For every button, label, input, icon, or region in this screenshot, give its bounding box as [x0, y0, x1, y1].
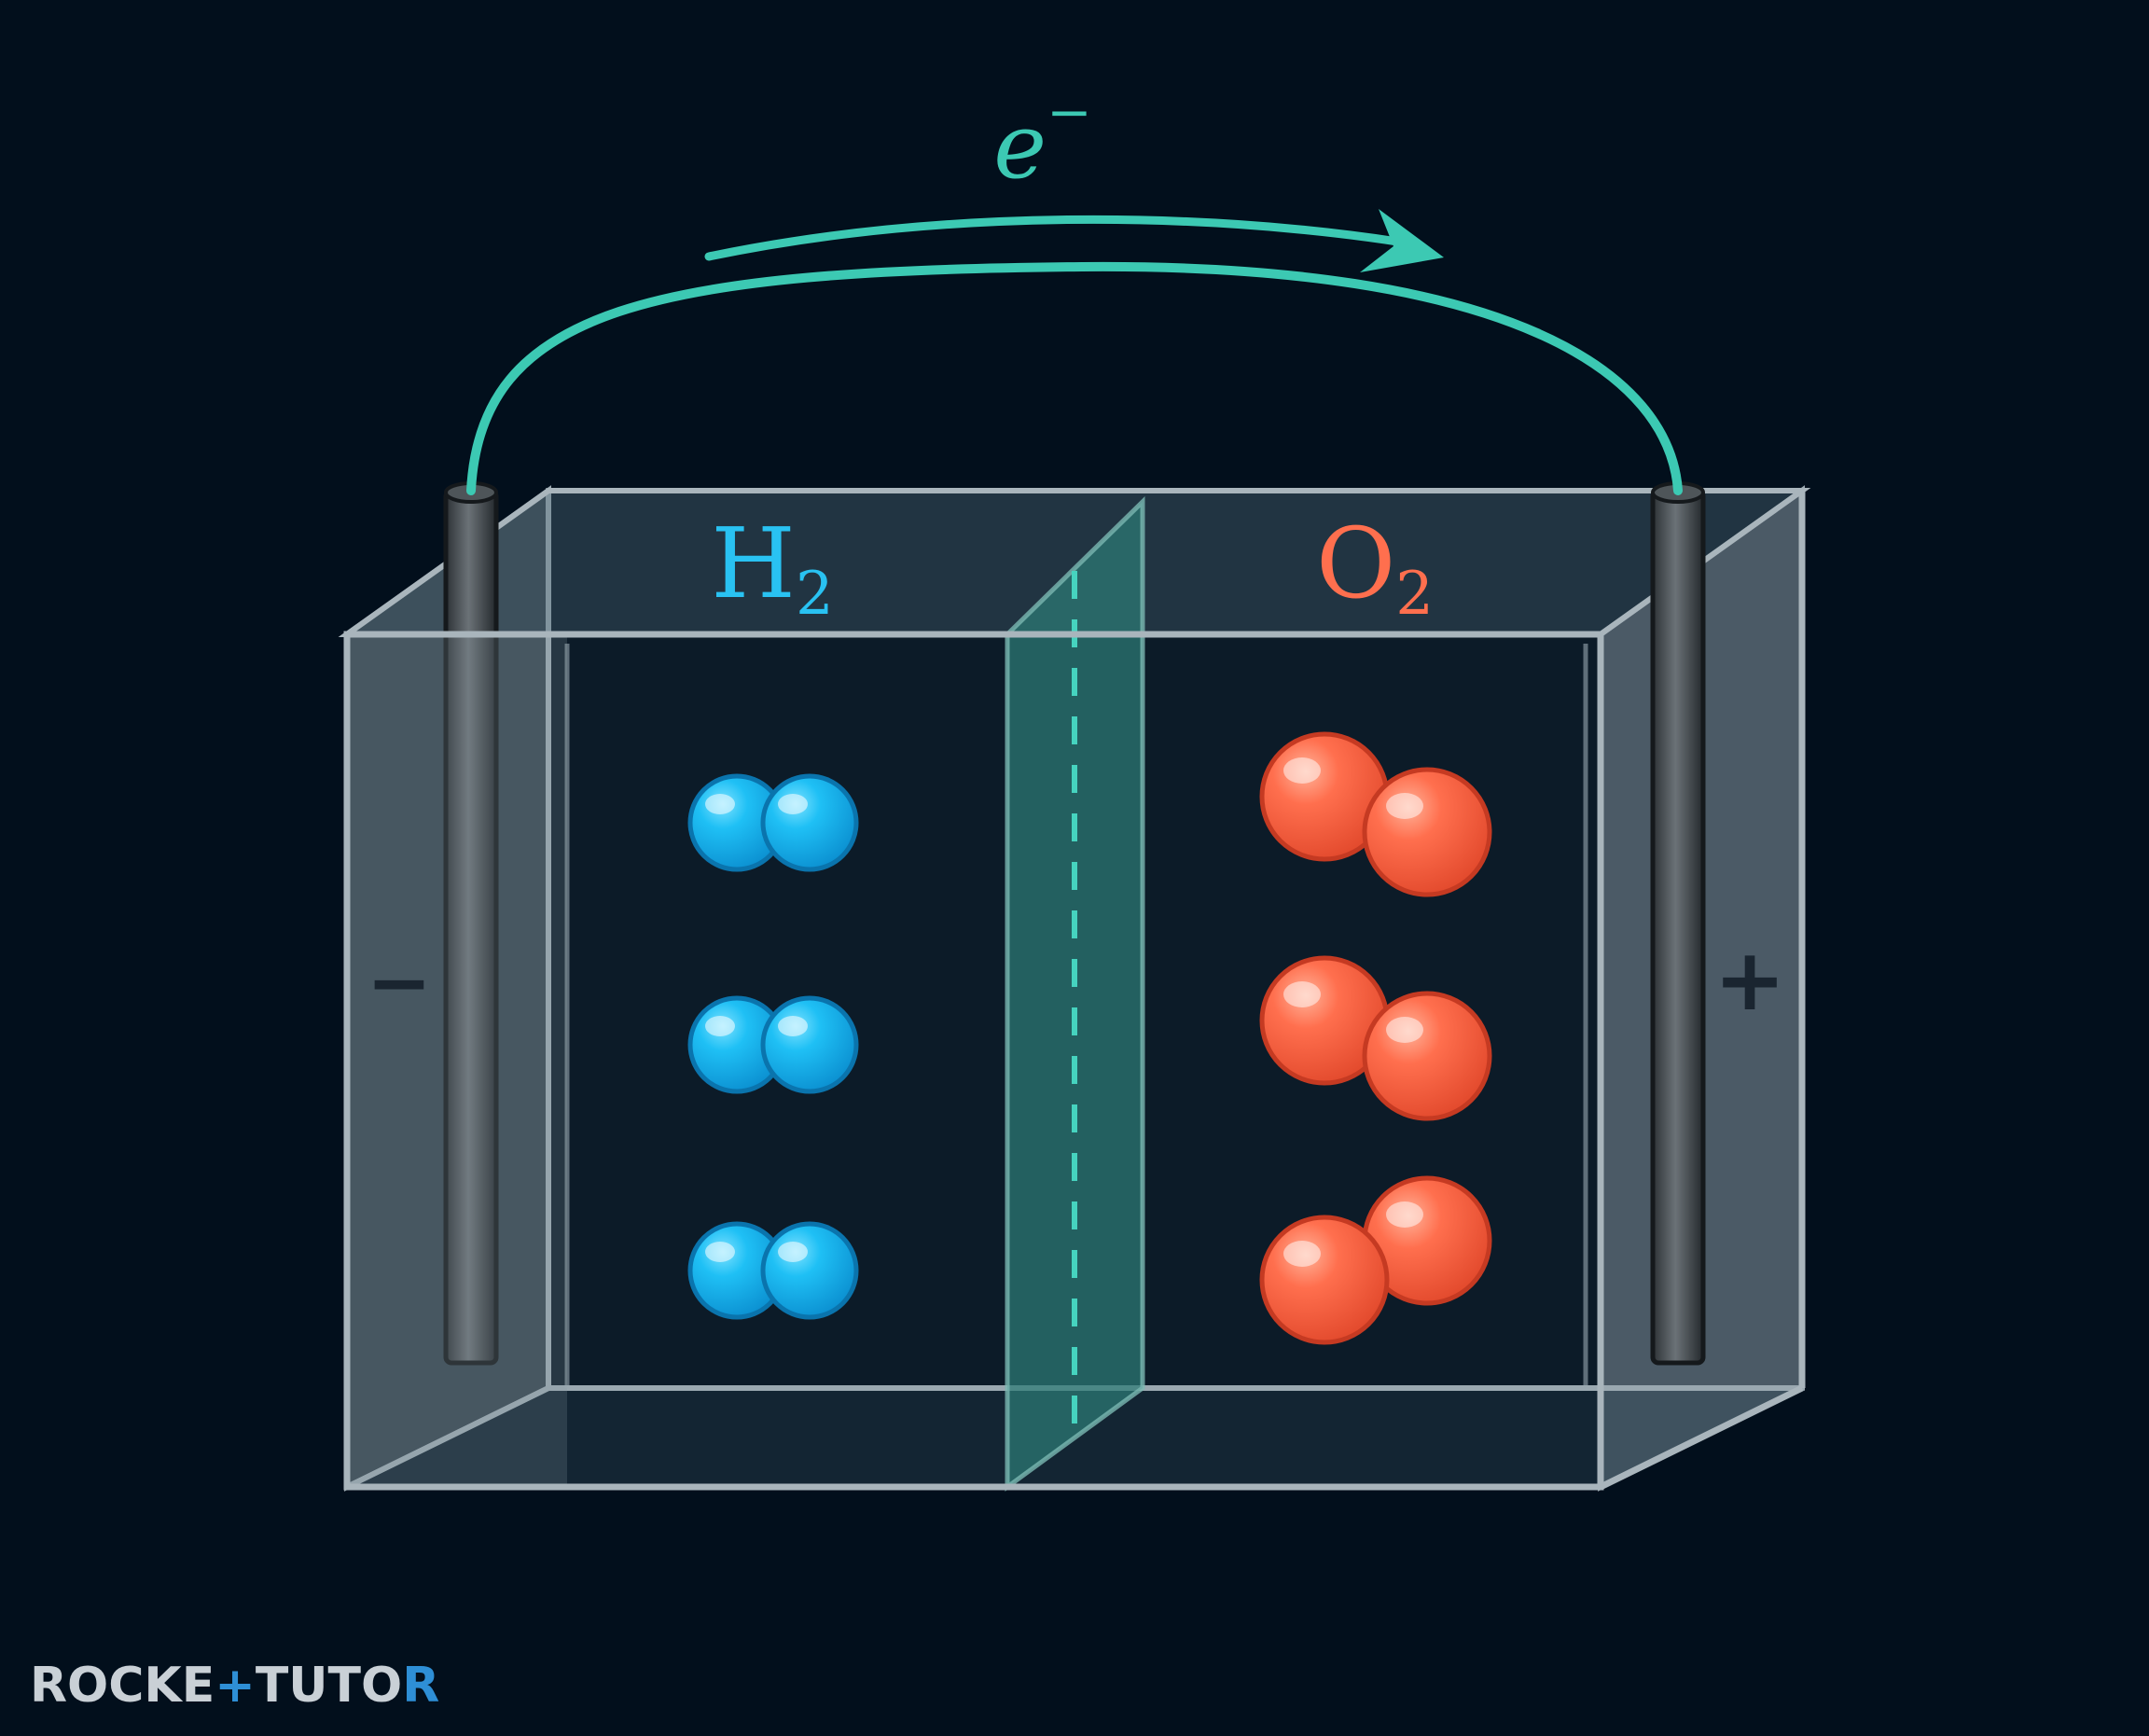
positive-terminal-sign: +	[1713, 930, 1785, 1030]
electron-flow-arrow	[704, 209, 1444, 272]
membrane	[1005, 496, 1145, 1492]
o2-molecule	[1259, 1175, 1492, 1345]
negative-terminal-sign: −	[367, 937, 432, 1028]
hydrogen-molecules	[687, 773, 859, 1320]
cathode-electrode	[1650, 481, 1706, 1366]
o2-molecule	[1259, 731, 1492, 897]
oxygen-molecules	[1259, 731, 1492, 1345]
hydrogen-label: H2	[711, 507, 833, 629]
o2-molecule	[1259, 955, 1492, 1121]
electron-label: e−	[993, 80, 1091, 199]
tank-front	[343, 491, 1806, 1491]
oxygen-label: O2	[1316, 507, 1434, 629]
h2-molecule	[687, 773, 859, 872]
rocket-tutor-logo: ROCKE+TUTOR	[30, 1658, 439, 1714]
h2-molecule	[687, 1221, 859, 1320]
h2-molecule	[687, 995, 859, 1094]
external-wire	[466, 261, 1683, 495]
